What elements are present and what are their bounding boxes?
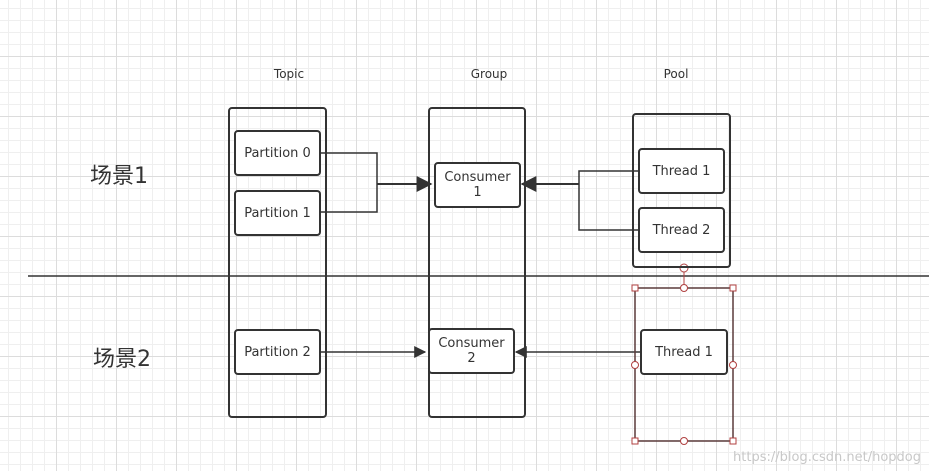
thread-scene2-node[interactable]: Thread 1 — [640, 329, 728, 375]
consumer-2-label-line2: 2 — [467, 351, 476, 366]
consumer-1-label-line1: Consumer — [444, 170, 511, 185]
resize-handle-ne[interactable] — [729, 284, 737, 292]
thread-scene2-label: Thread 1 — [655, 344, 713, 360]
watermark: https://blog.csdn.net/hopdog — [733, 450, 921, 465]
partition-0-node[interactable]: Partition 0 — [234, 130, 321, 176]
resize-handle-s[interactable] — [680, 437, 688, 445]
partition-0-label: Partition 0 — [244, 145, 311, 161]
scene-label-1: 场景1 — [90, 164, 148, 189]
connector-partition0 — [321, 152, 378, 184]
group-container[interactable] — [428, 107, 526, 418]
thread-1-node[interactable]: Thread 1 — [638, 148, 725, 194]
topic-container[interactable] — [228, 107, 327, 418]
resize-handle-e[interactable] — [729, 361, 737, 369]
connector-thread1 — [578, 170, 638, 184]
connector-thread2 — [578, 184, 638, 231]
thread-1-label: Thread 1 — [652, 163, 711, 179]
resize-handle-n[interactable] — [680, 284, 688, 292]
partition-2-label: Partition 2 — [244, 344, 311, 360]
consumer-1-label-line2: 1 — [473, 185, 482, 200]
resize-handle-se[interactable] — [729, 437, 737, 445]
resize-handle-nw[interactable] — [631, 284, 639, 292]
resize-handle-w[interactable] — [631, 361, 639, 369]
connector-partition1 — [321, 184, 378, 213]
scene-label-2: 场景2 — [93, 347, 151, 372]
consumer-2-label-line1: Consumer — [438, 336, 505, 351]
thread-2-node[interactable]: Thread 2 — [638, 207, 725, 253]
column-label-pool: Pool — [663, 67, 689, 81]
consumer-1-node[interactable]: Consumer 1 — [434, 162, 521, 208]
partition-1-node[interactable]: Partition 1 — [234, 190, 321, 236]
column-label-group: Group — [470, 67, 508, 81]
consumer-2-node[interactable]: Consumer 2 — [428, 328, 515, 374]
selection-handles[interactable] — [631, 263, 737, 445]
partition-2-node[interactable]: Partition 2 — [234, 329, 321, 375]
pool-container-scene1[interactable] — [632, 113, 731, 268]
partition-1-label: Partition 1 — [244, 205, 311, 221]
column-label-topic: Topic — [273, 67, 305, 81]
thread-2-label: Thread 2 — [652, 222, 711, 238]
resize-handle-sw[interactable] — [631, 437, 639, 445]
